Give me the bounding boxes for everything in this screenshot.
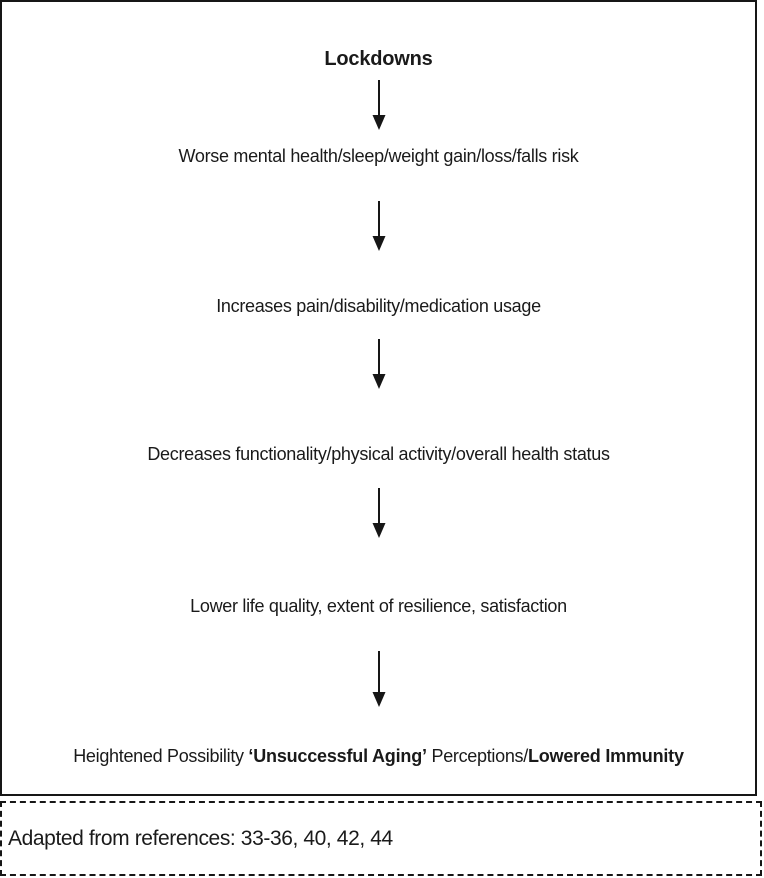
flow-step: Increases pain/disability/medication usa… xyxy=(216,296,541,316)
flow-step: Decreases functionality/physical activit… xyxy=(147,444,610,464)
down-arrow-icon xyxy=(372,651,385,707)
flow-arrow xyxy=(368,488,390,538)
down-arrow-icon xyxy=(372,339,385,389)
footer-note-box: Adapted from references: 33-36, 40, 42, … xyxy=(0,801,762,876)
down-arrow-icon xyxy=(372,201,385,251)
flow-step: Lower life quality, extent of resilience… xyxy=(190,596,567,616)
flowchart-box: Lockdowns Worse mental health/sleep/weig… xyxy=(0,0,757,796)
flow-final-outcome: Heightened Possibility ‘Unsuccessful Agi… xyxy=(2,746,755,767)
flow-arrow xyxy=(368,80,390,130)
flow-title: Lockdowns xyxy=(324,48,433,70)
outcome-bold-end: Lowered Immunity xyxy=(527,746,684,766)
flow-arrow xyxy=(368,201,390,251)
down-arrow-icon xyxy=(372,488,385,538)
outcome-prefix: Heightened Possibility xyxy=(73,746,249,766)
flow-arrow xyxy=(368,651,390,707)
outcome-bold-quote: ‘Unsuccessful Aging’ xyxy=(248,746,427,766)
flow-step: Worse mental health/sleep/weight gain/lo… xyxy=(178,146,579,166)
footer-caption: Adapted from references: 33-36, 40, 42, … xyxy=(8,826,393,850)
flow-arrow xyxy=(368,339,390,389)
outcome-middle: Perceptions/ xyxy=(426,746,528,766)
down-arrow-icon xyxy=(372,80,385,130)
